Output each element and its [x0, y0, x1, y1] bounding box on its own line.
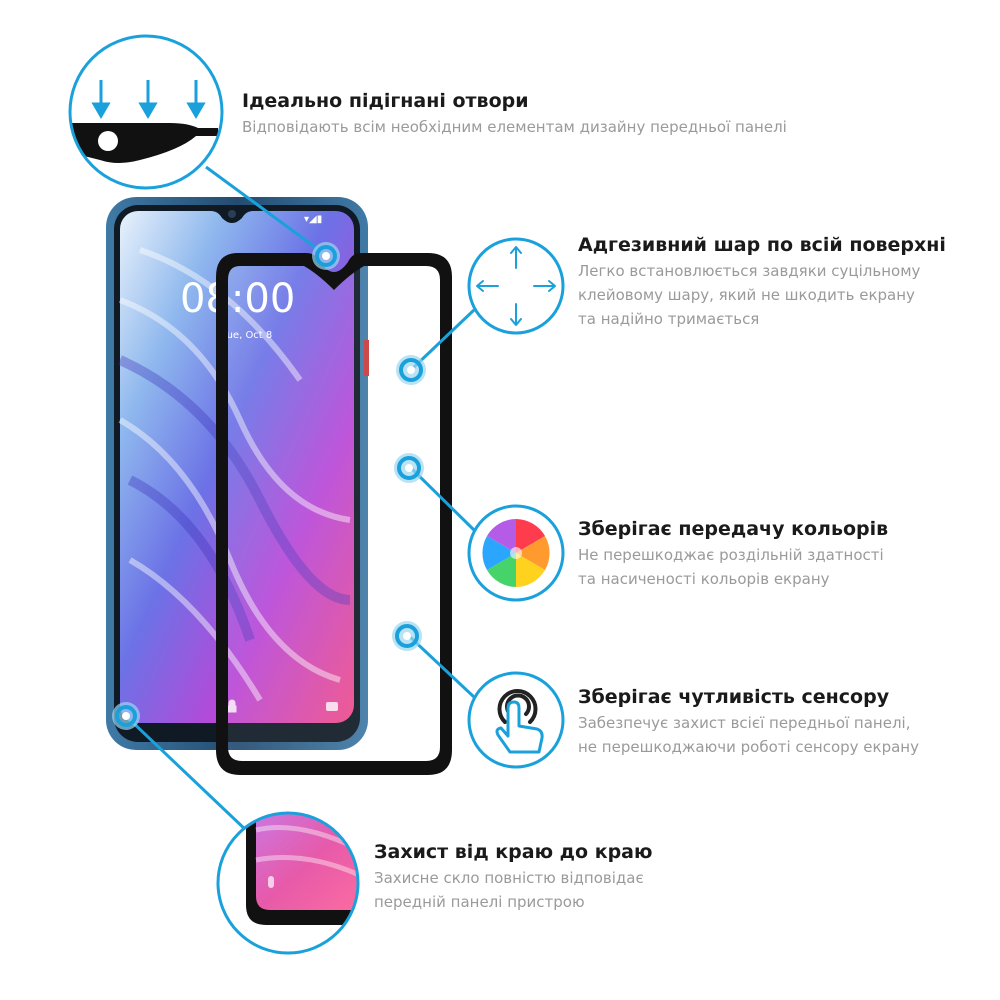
phone-screen [120, 211, 354, 723]
front-camera-icon [228, 210, 236, 218]
target-markers [112, 242, 426, 730]
callout-lines [126, 165, 476, 834]
target-marker [112, 702, 140, 730]
feature-description: Не перешкоджає роздільній здатності та н… [578, 546, 884, 588]
feature-description: Забезпечує захист всієї передньої панелі… [578, 714, 919, 756]
target-marker [392, 621, 422, 651]
feature-title: Зберігає чутливість сенсору [578, 686, 890, 708]
move-arrows-icon [467, 237, 565, 335]
feature-fitted-cutouts: Ідеально підігнані отвори Відповідають в… [242, 89, 787, 139]
target-marker [312, 242, 340, 270]
target-marker [396, 355, 426, 385]
feature-title: Захист від краю до краю [374, 841, 653, 863]
glass-surface [228, 266, 440, 761]
feature-touch-sensitivity: Зберігає чутливість сенсору Забезпечує з… [578, 685, 919, 759]
target-marker [394, 453, 424, 483]
color-wheel-icon [467, 504, 565, 602]
arrows-down-cutout-icon [68, 34, 224, 190]
status-bar-icons: ▾◢▮ [304, 214, 322, 225]
feature-title: Зберігає передачу кольорів [578, 518, 889, 540]
feature-title: Ідеально підігнані отвори [242, 90, 529, 112]
feature-edge-to-edge: Захист від краю до краю Захисне скло пов… [374, 840, 652, 914]
lock-icon [227, 699, 237, 713]
feature-description: Легко встановлюється завдяки суцільному … [578, 262, 921, 328]
feature-color-transfer: Зберігає передачу кольорів Не перешкоджа… [578, 517, 888, 591]
camera-icon [326, 702, 338, 711]
touch-finger-icon [467, 671, 565, 769]
phone-date: Tue, Oct 8 [221, 330, 272, 341]
phone: 08:00 Tue, Oct 8 ▾◢▮ [106, 197, 369, 750]
side-button [364, 340, 369, 376]
feature-description: Відповідають всім необхідним елементам д… [242, 118, 787, 136]
phone-clock: 08:00 [180, 276, 295, 322]
tempered-glass [216, 253, 452, 775]
feature-description: Захисне скло повністю відповідає передні… [374, 869, 644, 911]
edge-zoom-icon [216, 811, 360, 955]
feature-title: Адгезивний шар по всій поверхні [578, 234, 946, 256]
feature-adhesive-layer: Адгезивний шар по всій поверхні Легко вс… [578, 233, 946, 331]
